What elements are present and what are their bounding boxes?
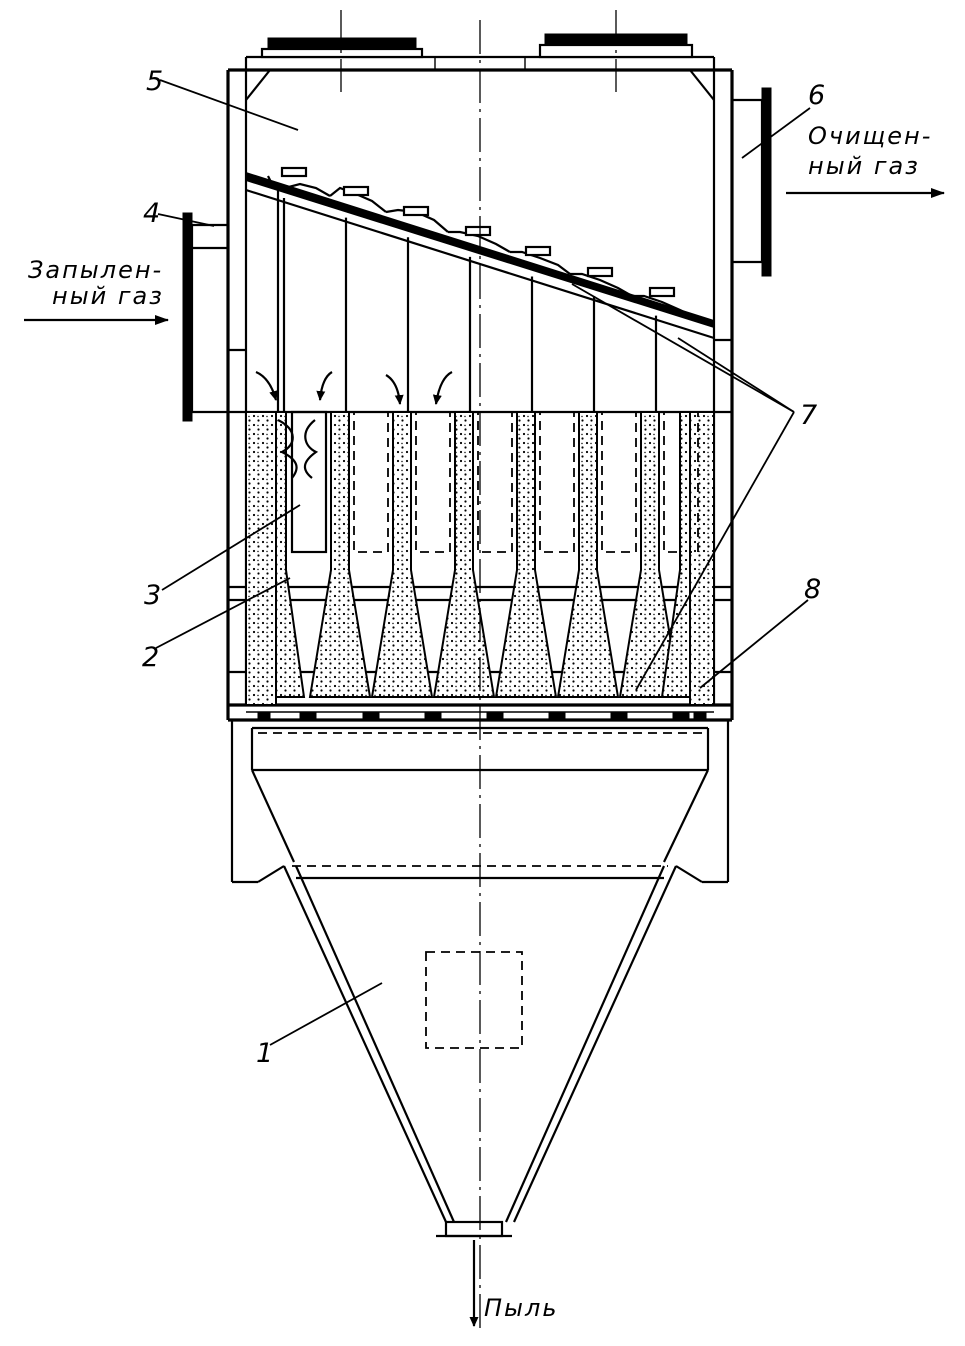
inspection-hatches xyxy=(260,10,694,92)
exhaust-tube xyxy=(353,411,389,553)
exhaust-tube xyxy=(290,410,328,554)
bolt-nut xyxy=(610,711,628,721)
dust-cone xyxy=(275,411,306,698)
bolt-nut xyxy=(486,711,504,721)
bolt-nut xyxy=(424,711,442,721)
clean-gas-caption-line2: ный газ xyxy=(808,152,920,180)
bolt-nut xyxy=(362,711,380,721)
label-2: 2 xyxy=(142,642,159,673)
dust-cone xyxy=(370,411,434,698)
outlet-pipe xyxy=(732,87,772,277)
bolt-nut xyxy=(299,711,317,721)
label-5: 5 xyxy=(146,66,163,97)
exhaust-tube xyxy=(539,411,575,553)
dust-cone xyxy=(556,411,620,698)
left-dust-column xyxy=(245,411,277,706)
exhaust-tube xyxy=(477,411,513,553)
dusty-gas-caption-line1: Запылен- xyxy=(28,256,163,284)
inlet-swirl-arrows xyxy=(255,370,453,479)
exhaust-tubes xyxy=(276,186,658,412)
exhaust-tube xyxy=(415,411,451,553)
bolt-nut xyxy=(693,711,707,720)
bolt-nut xyxy=(257,711,271,720)
label-4: 4 xyxy=(143,198,160,229)
dust-hopper xyxy=(282,865,678,1238)
dust-cone xyxy=(308,411,372,698)
inlet-pipe xyxy=(182,212,228,422)
label-6: 6 xyxy=(808,80,825,111)
bolt-nut xyxy=(672,711,690,721)
dust-cone xyxy=(432,411,496,698)
dust-cone xyxy=(660,411,691,698)
cyclone-elements xyxy=(245,410,715,706)
dust-caption: Пыль xyxy=(484,1294,558,1322)
label-7: 7 xyxy=(800,400,817,431)
clean-gas-caption-line1: Очищен- xyxy=(808,122,932,150)
label-8: 8 xyxy=(804,574,821,605)
bolt-nut xyxy=(548,711,566,721)
exhaust-tube xyxy=(601,411,637,553)
label-1: 1 xyxy=(256,1038,273,1069)
labels: 5 4 6 7 3 2 8 1 Запылен- ный газ Очищен-… xyxy=(28,66,932,1322)
dust-cone xyxy=(494,411,558,698)
dusty-gas-caption-line2: ный газ xyxy=(52,282,164,310)
label-3: 3 xyxy=(144,580,161,611)
leader-lines xyxy=(155,79,811,1046)
